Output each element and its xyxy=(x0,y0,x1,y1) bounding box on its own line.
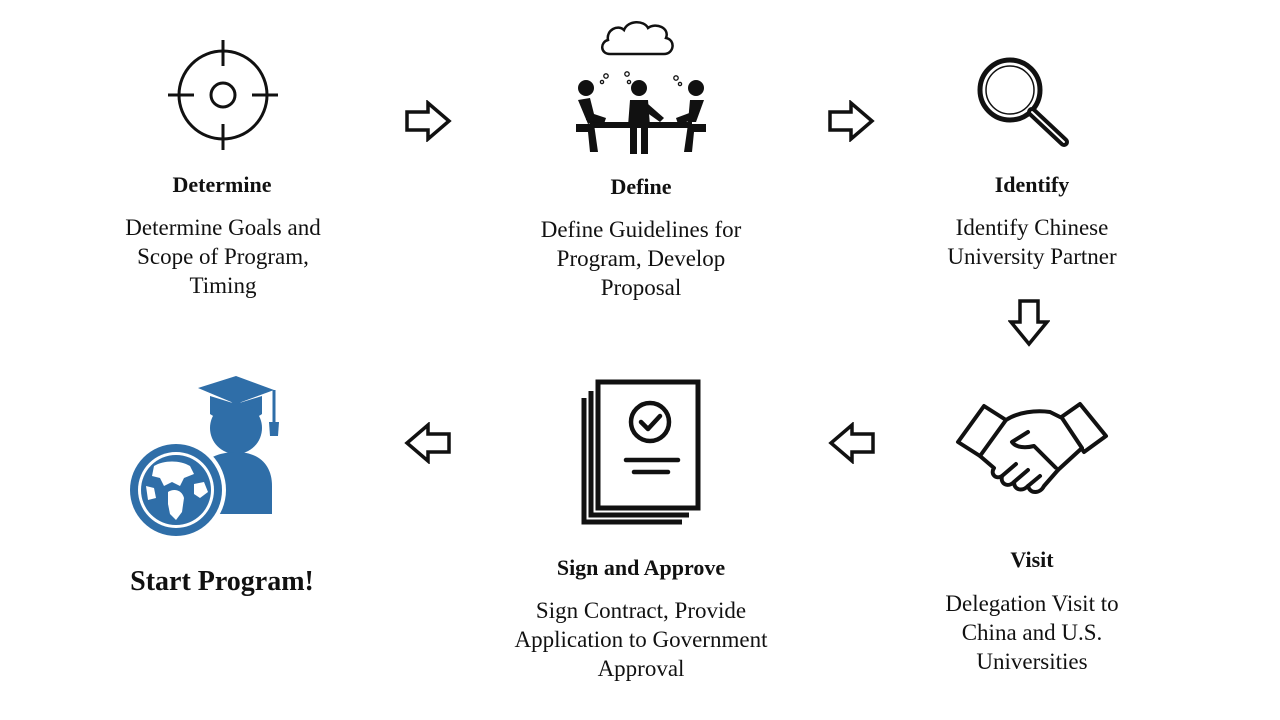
handshake-icon xyxy=(956,402,1108,494)
target-crosshair-icon xyxy=(168,40,278,150)
final-title: Start Program! xyxy=(130,566,314,597)
arrow-right-icon xyxy=(828,100,875,142)
magnifying-glass-icon xyxy=(977,57,1069,147)
step-title-determine: Determine xyxy=(172,172,272,197)
arrow-left-icon xyxy=(828,422,875,464)
arrow-left-icon xyxy=(404,422,451,464)
step-title-define: Define xyxy=(610,174,672,199)
step-desc-sign-and-approve: Sign Contract, Provide Application to Go… xyxy=(514,598,768,681)
step-desc-determine: Determine Goals and Scope of Program, Ti… xyxy=(125,215,321,298)
graduate-globe-icon xyxy=(126,376,279,540)
step-title-identify: Identify xyxy=(994,172,1070,197)
team-meeting-icon xyxy=(576,21,706,154)
step-desc-identify: Identify Chinese University Partner xyxy=(947,215,1117,269)
arrow-right-icon xyxy=(405,100,452,142)
signed-document-icon xyxy=(581,379,701,525)
arrow-down-icon xyxy=(1008,299,1050,347)
step-desc-visit: Delegation Visit to China and U.S. Unive… xyxy=(945,591,1119,674)
step-title-visit: Visit xyxy=(1010,547,1054,572)
step-desc-define: Define Guidelines for Program, Develop P… xyxy=(540,217,742,300)
step-title-sign-and-approve: Sign and Approve xyxy=(556,555,726,580)
